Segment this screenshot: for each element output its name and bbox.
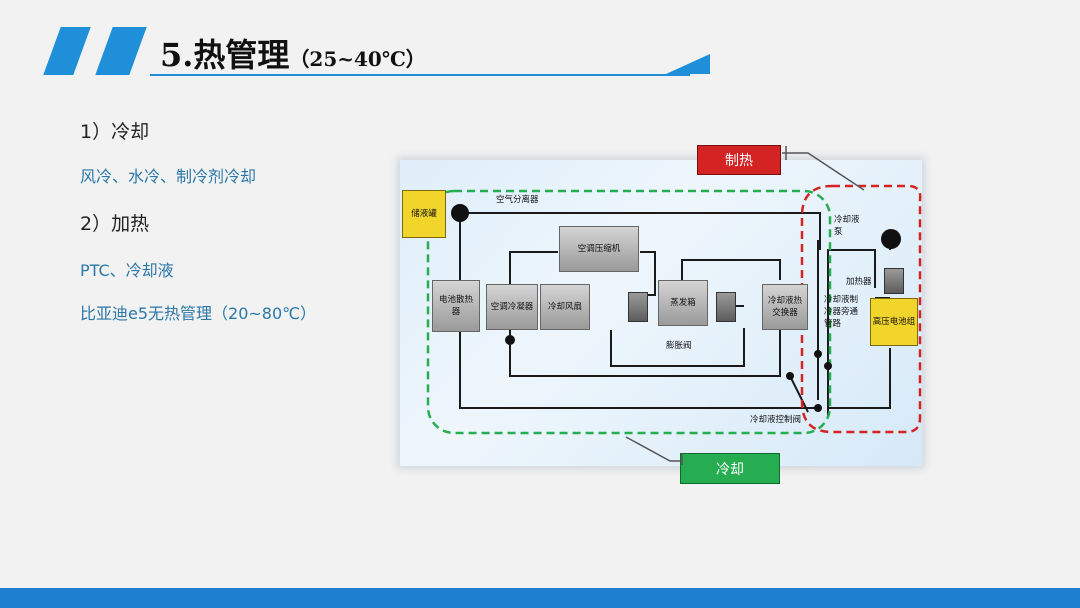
evaporator-outlet-fitting (716, 292, 736, 322)
header-stripe-1 (43, 27, 91, 75)
title-range: （25~40℃） (289, 47, 426, 71)
battery-heat-sink-label: 电池散热器 (438, 295, 473, 317)
evaporator-inlet-fitting (628, 292, 648, 322)
cooling-tag: 冷却 (680, 453, 780, 484)
thermal-diagram: 储液罐 空气分离器 空调压缩机 电池散热器 空调冷凝器 冷却风扇 蒸发箱 膨胀阀… (400, 160, 922, 466)
hv-battery-block: 高压电池组 (870, 298, 918, 346)
evaporator-block: 蒸发箱 (658, 280, 708, 326)
condenser-node (505, 335, 515, 345)
refrigerant-bypass-label: 冷却液制冷器旁通管路 (824, 295, 859, 329)
coolant-chiller-block: 冷却液热交换器 (762, 284, 808, 330)
coolant-chiller-label: 冷却液热交换器 (767, 296, 802, 318)
item1-heading: 1）冷却 (80, 121, 150, 143)
item3-body: 比亚迪e5无热管理（20~80℃） (80, 304, 317, 323)
junction-node-3 (786, 372, 794, 380)
coolant-pump-node (881, 229, 901, 249)
cooling-tag-leader (625, 436, 683, 465)
cooling-fan-label: 冷却风扇 (547, 302, 582, 312)
ac-condenser-block: 空调冷凝器 (486, 284, 538, 330)
junction-node-1 (814, 350, 822, 358)
item2-heading: 2）加热 (80, 213, 150, 235)
junction-node-2 (824, 362, 832, 370)
coolant-pump-label: 冷却液泵 (834, 215, 860, 237)
air-separator-node (451, 204, 469, 222)
coolant-control-valve-label: 冷却液控制阀 (750, 415, 802, 425)
heating-tag: 制热 (697, 145, 781, 175)
ac-compressor-label: 空调压缩机 (577, 244, 621, 254)
heater-label: 加热器 (846, 277, 872, 287)
heating-tag-leader (782, 146, 865, 191)
title-underline (150, 74, 690, 76)
evaporator-label: 蒸发箱 (670, 298, 696, 308)
cooling-region (426, 189, 832, 435)
storage-tank-block: 储液罐 (402, 190, 446, 238)
title-underline-arrow (666, 54, 710, 74)
item2-body: PTC、冷却液 (80, 261, 174, 280)
page-title: 5.热管理（25~40℃） (160, 30, 426, 76)
heater-block (884, 268, 904, 294)
item1-body: 风冷、水冷、制冷剂冷却 (80, 167, 257, 186)
hv-battery-label: 高压电池组 (872, 317, 916, 327)
ac-condenser-label: 空调冷凝器 (490, 302, 534, 312)
ac-compressor-block: 空调压缩机 (559, 226, 639, 272)
storage-tank-label: 储液罐 (411, 209, 437, 219)
title-text: 5.热管理 (160, 36, 290, 74)
air-separator-label: 空气分离器 (496, 195, 539, 205)
battery-heat-sink-block: 电池散热器 (432, 280, 480, 332)
cooling-fan-block: 冷却风扇 (540, 284, 590, 330)
junction-node-4 (814, 404, 822, 412)
heating-region (800, 184, 922, 434)
header-stripe-2 (95, 27, 147, 75)
footer-bar (0, 588, 1080, 608)
expansion-valve-label: 膨胀阀 (666, 341, 692, 351)
